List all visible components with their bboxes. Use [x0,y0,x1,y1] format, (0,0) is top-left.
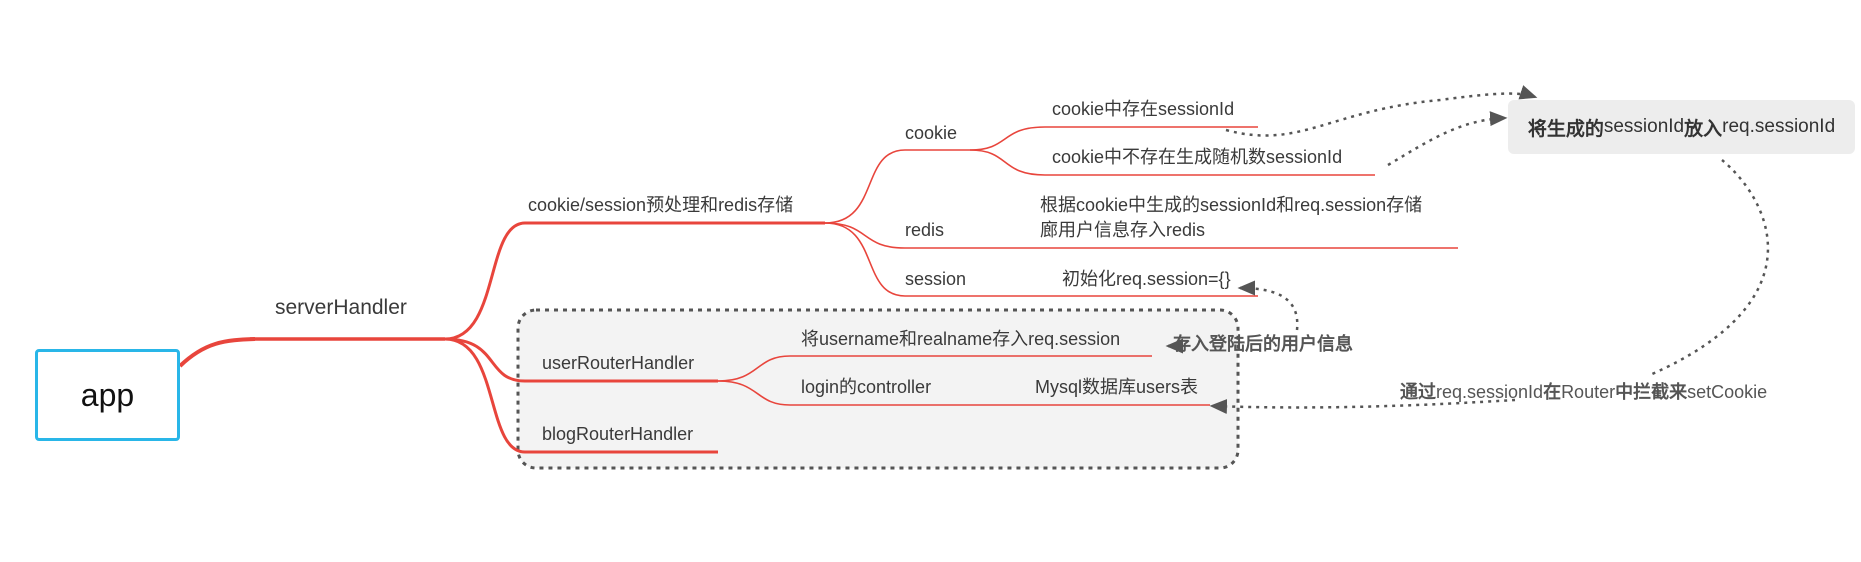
link-cookie-no-session [969,149,1375,176]
node-blog-router[interactable]: blogRouterHandler [542,424,694,444]
node-serverhandler[interactable]: serverHandler [275,296,407,319]
node-cookie[interactable]: cookie [905,123,958,143]
node-cookie-session[interactable]: cookie/session预处理和redis存储 [528,195,794,215]
node-session[interactable]: session [905,269,967,289]
note-save-user-info[interactable]: 存入登陆后的用户信息 [1173,334,1353,354]
rel-intercept-to-mysql [1209,398,1516,415]
node-redis-detail-line2[interactable]: 廊用户信息存入redis [1040,220,1206,240]
link-login-controller [717,380,1210,406]
note-intercept-bold-3: 中拦截来 [1615,382,1688,402]
note-intercept[interactable]: 通过req.sessionId在Router中拦截来setCookie [1400,378,1767,404]
root-node-app[interactable]: app [35,349,180,441]
link-app-serverhandler [178,337,256,368]
rel-box-to-cookie-has [1225,85,1538,137]
rel-cookie-no-to-box [1387,111,1508,167]
node-cookie-has-session[interactable]: cookie中存在sessionId [1052,99,1235,119]
link-to-cookie-session [444,221,825,341]
node-mysql-users[interactable]: Mysql数据库users表 [1035,377,1199,397]
node-redis[interactable]: redis [905,220,945,240]
node-login-controller[interactable]: login的controller [801,377,932,397]
note-box-plain-2: req.sessionId [1722,116,1836,137]
note-intercept-plain-3: setCookie [1687,382,1768,402]
link-to-cookie [824,149,970,224]
node-user-router[interactable]: userRouterHandler [542,353,695,373]
link-to-user-router [444,337,718,383]
rel-box-to-intercept [1649,159,1770,377]
link-to-session [824,222,1258,297]
note-box-bold-1: 将生成的 [1527,118,1604,140]
link-cookie-has-session [969,126,1258,151]
note-intercept-bold-2: 在 [1543,382,1562,402]
note-intercept-bold-1: 通过 [1400,382,1436,402]
node-save-session[interactable]: 将username和realname存入req.session [801,329,1121,349]
node-session-detail[interactable]: 初始化req.session={} [1062,269,1231,289]
note-intercept-plain-1: req.sessionId [1436,382,1544,402]
router-boundary [516,308,1240,470]
link-save-session [717,355,1152,382]
node-cookie-no-session[interactable]: cookie中不存在生成随机数sessionId [1052,147,1343,167]
rel-save-user-to-session [1237,280,1299,331]
note-box-plain-1: sessionId [1603,116,1685,137]
node-redis-detail-line1[interactable]: 根据cookie中生成的sessionId和req.session存储 [1040,195,1423,215]
root-label: app [80,376,135,413]
note-box-bold-2: 放入 [1684,118,1723,140]
link-to-blog-router [444,337,718,454]
note-intercept-plain-2: Router [1561,382,1616,402]
